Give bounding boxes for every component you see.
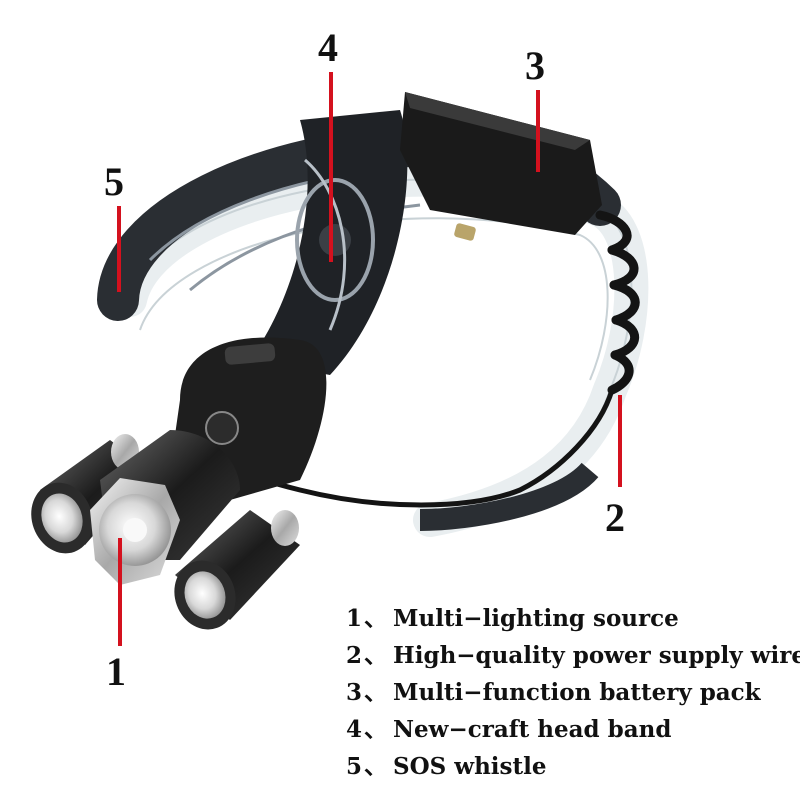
callout-3-leader: [536, 90, 540, 172]
legend-item-5: 5、SOS whistle: [346, 753, 547, 780]
callout-1-number: 1: [106, 649, 126, 694]
power-wire: [207, 210, 640, 508]
feature-legend: 1、Multi−lighting source 2、High−quality p…: [346, 600, 800, 785]
legend-item-2: 2、High−quality power supply wire: [346, 642, 800, 669]
callout-2-leader: [618, 395, 622, 487]
battery-pack: [400, 92, 602, 241]
callout-1-leader: [118, 538, 122, 646]
callout-5-leader: [117, 206, 121, 292]
right-lamp: [174, 510, 300, 630]
callout-5-number: 5: [104, 159, 124, 204]
callout-4-number: 4: [318, 25, 338, 70]
legend-item-4: 4、New−craft head band: [346, 716, 672, 743]
center-lamp: [90, 430, 240, 585]
legend-item-1: 1、Multi−lighting source: [346, 605, 679, 632]
callout-2-number: 2: [605, 495, 625, 540]
legend-item-3: 3、Multi−function battery pack: [346, 679, 761, 706]
callout-3-number: 3: [525, 43, 545, 88]
callout-4-leader: [329, 72, 333, 262]
